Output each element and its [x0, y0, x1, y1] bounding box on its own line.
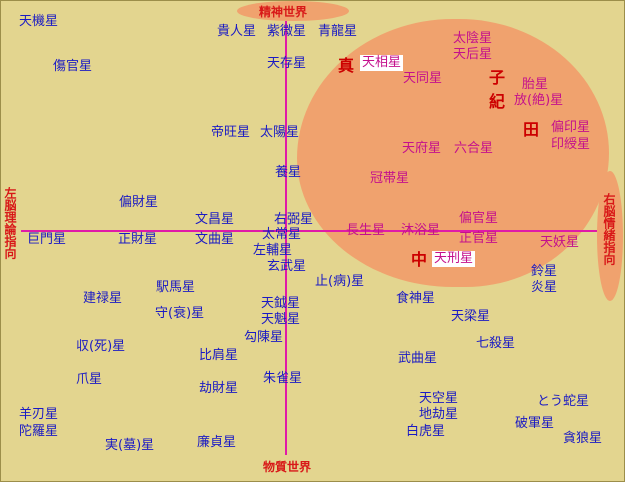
axis-label-left: 左脳理論指向 — [3, 187, 17, 259]
star-label: 破軍星 — [515, 416, 555, 431]
star-label: 帝旺星 — [211, 125, 251, 140]
region-star-label: 天妖星 — [540, 235, 580, 250]
region-star-label: 天同星 — [403, 71, 443, 86]
region-star-label: 印綬星 — [551, 137, 591, 152]
region-star-label: 天后星 — [453, 47, 493, 62]
star-label: 守(衰)星 — [155, 306, 205, 321]
star-label: 天存星 — [267, 56, 307, 71]
star-label: 羊刃星 — [19, 407, 59, 422]
star-label: 文曲星 — [195, 232, 235, 247]
star-label: 天鉞星 — [261, 296, 301, 311]
star-label: 炎星 — [531, 280, 558, 295]
axis-label-top: 精神世界 — [259, 5, 308, 19]
star-label: 廉貞星 — [197, 435, 237, 450]
star-label: 武曲星 — [398, 351, 438, 366]
star-label: 養星 — [275, 165, 302, 180]
star-label: 巨門星 — [27, 232, 67, 247]
star-label: 貴人星 — [217, 24, 257, 39]
main-region — [297, 19, 609, 287]
star-label: 貪狼星 — [563, 431, 603, 446]
star-label: 朱雀星 — [263, 371, 303, 386]
star-label: 七殺星 — [476, 336, 516, 351]
star-label: 紫微星 — [267, 24, 307, 39]
star-label: 右弼星 — [274, 212, 314, 227]
marker-shin: 真 — [338, 56, 355, 75]
star-label: 地劫星 — [419, 407, 459, 422]
star-label: 偏財星 — [119, 195, 159, 210]
star-label: 陀羅星 — [19, 424, 59, 439]
star-label: 勾陳星 — [244, 330, 284, 345]
region-star-label: 放(絶)星 — [514, 93, 564, 108]
star-label: 傷官星 — [53, 59, 93, 74]
region-star-label: 偏印星 — [551, 120, 591, 135]
star-label: 実(墓)星 — [105, 438, 155, 453]
marker-ki: 紀 — [489, 92, 506, 111]
vertical-axis-line — [285, 21, 287, 455]
star-label: 食神星 — [396, 291, 436, 306]
top-oval-region — [237, 1, 349, 21]
star-label: 劫財星 — [199, 381, 239, 396]
marker-shi: 子 — [489, 68, 506, 87]
region-star-label: 正官星 — [459, 231, 499, 246]
right-oval-region — [597, 171, 623, 301]
region-star-label: 天相星 — [360, 55, 404, 71]
star-label: 白虎星 — [406, 424, 446, 439]
region-star-label: 六合星 — [454, 141, 494, 156]
horizontal-axis-line — [21, 230, 597, 232]
star-label: 駅馬星 — [156, 280, 196, 295]
star-label: 天梁星 — [451, 309, 491, 324]
star-label: 太常星 — [262, 227, 302, 242]
marker-den: 田 — [523, 120, 540, 139]
star-label: 玄武星 — [267, 259, 307, 274]
star-label: 建禄星 — [83, 291, 123, 306]
star-label: 爪星 — [76, 372, 103, 387]
region-star-label: 冠帯星 — [370, 171, 410, 186]
region-star-label: 太陰星 — [453, 31, 493, 46]
star-label: 左輔星 — [253, 243, 293, 258]
star-label: 正財星 — [118, 232, 158, 247]
region-star-label: 沐浴星 — [401, 223, 441, 238]
star-label: 収(死)星 — [76, 339, 126, 354]
region-star-label: 長生星 — [346, 223, 386, 238]
star-label: 天魁星 — [261, 312, 301, 327]
star-label: 比肩星 — [199, 348, 239, 363]
region-star-label: 天府星 — [402, 141, 442, 156]
star-label: とう蛇星 — [537, 394, 590, 409]
star-label: 鈴星 — [531, 264, 558, 279]
star-label: 止(病)星 — [315, 274, 365, 289]
marker-naka: 中 — [411, 250, 428, 269]
star-label: 天空星 — [419, 391, 459, 406]
star-label: 天機星 — [19, 14, 59, 29]
region-star-label: 胎星 — [522, 77, 549, 92]
star-label: 青龍星 — [318, 24, 358, 39]
star-label: 文昌星 — [195, 212, 235, 227]
axis-label-right: 右脳情緒指向 — [602, 193, 616, 265]
star-label: 太陽星 — [260, 125, 300, 140]
axis-label-bottom: 物質世界 — [263, 460, 312, 474]
region-star-label: 偏官星 — [459, 211, 499, 226]
region-star-label: 天刑星 — [432, 251, 476, 267]
